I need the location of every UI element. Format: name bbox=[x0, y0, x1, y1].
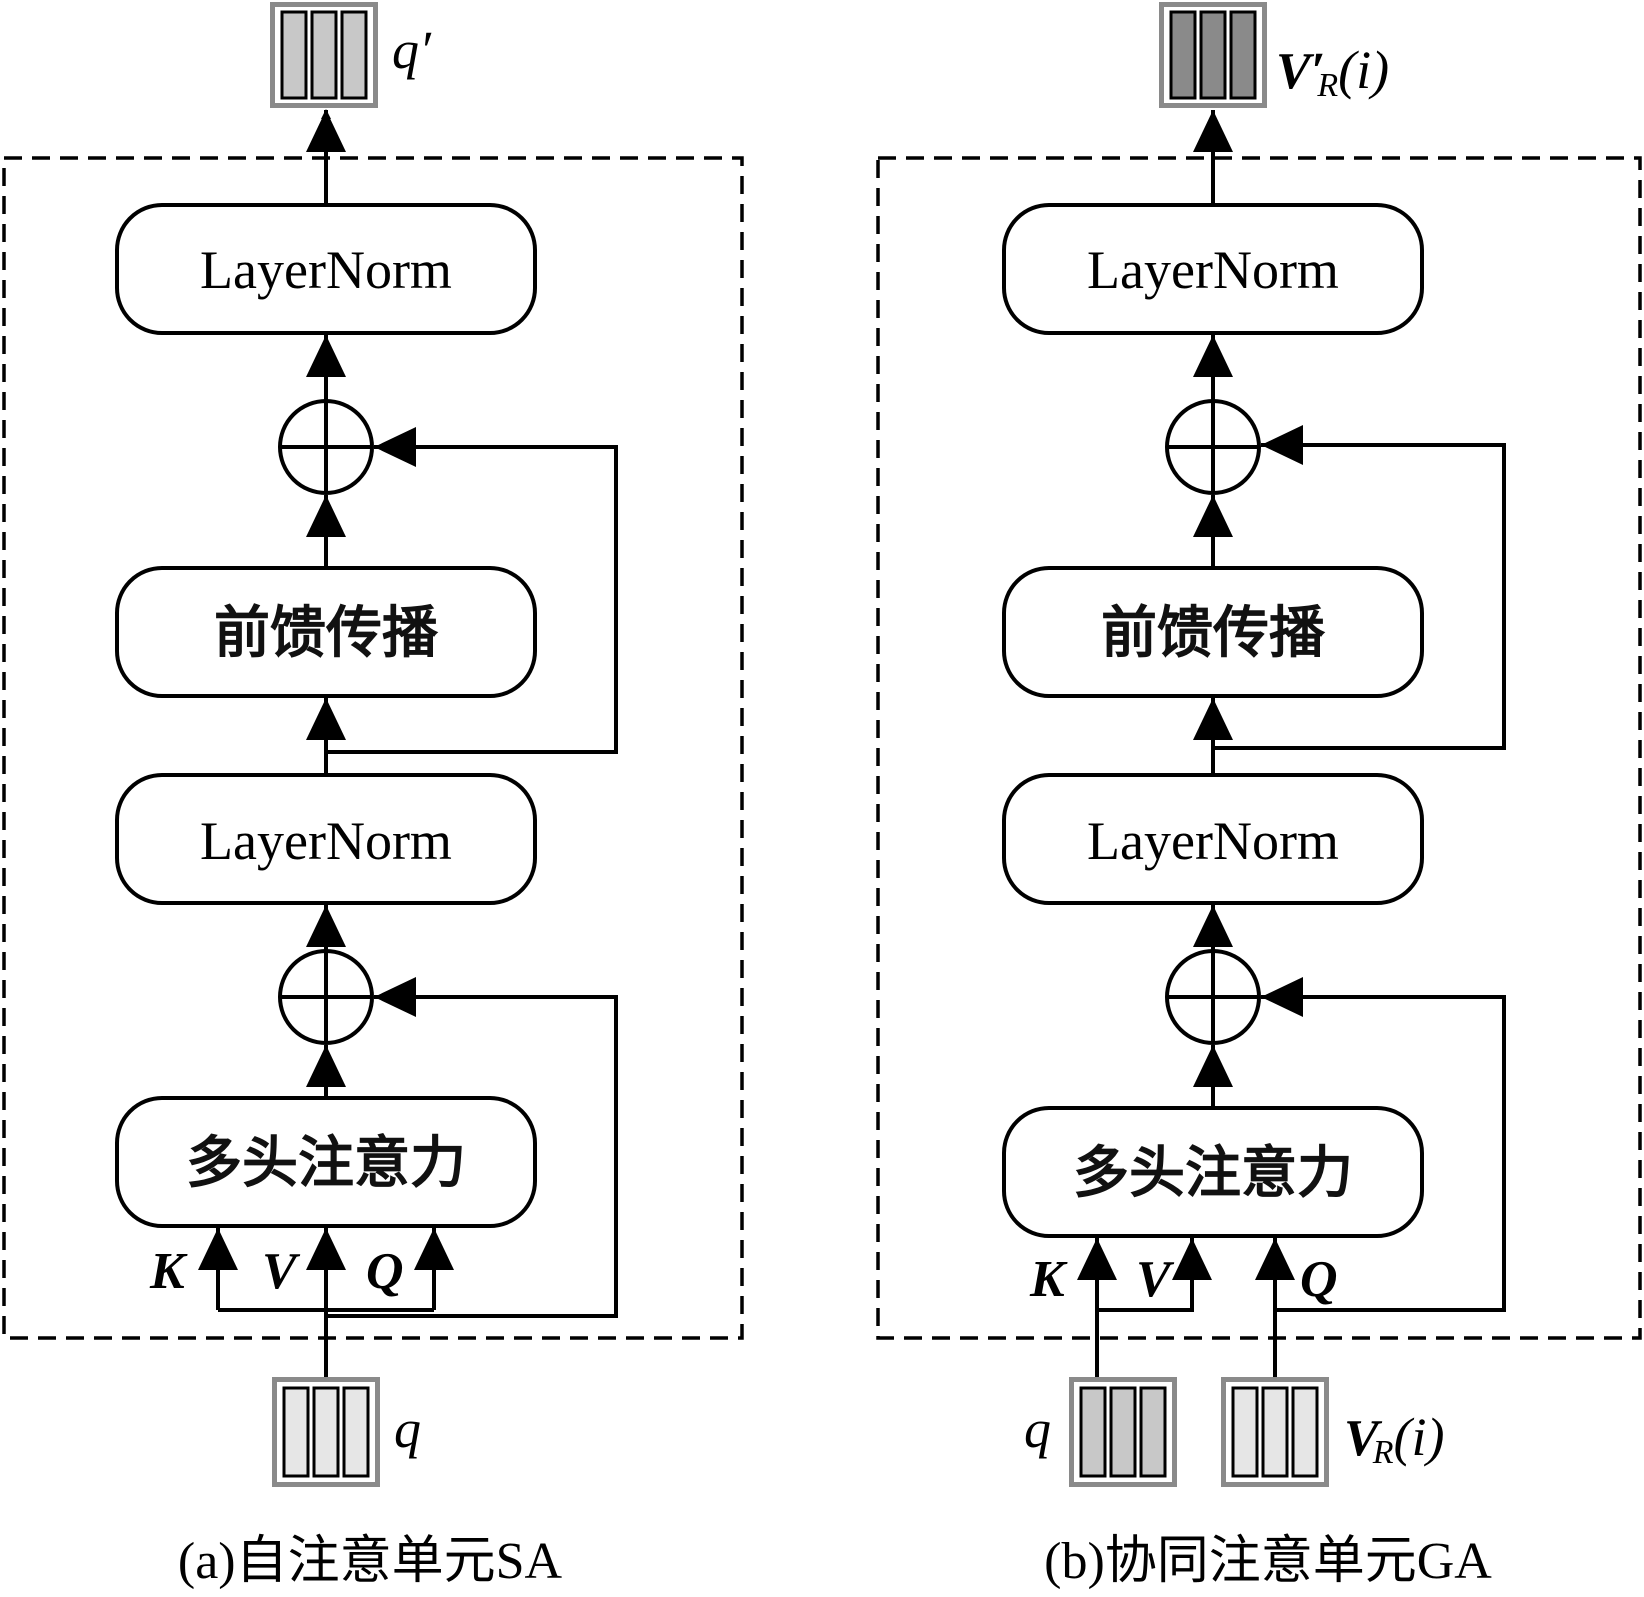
panel-b-input-v-tensor bbox=[1221, 1377, 1329, 1487]
panel-b-layernorm-bottom bbox=[1002, 773, 1424, 905]
panel-b-output-tensor bbox=[1159, 2, 1267, 108]
panel-a-input-label: q bbox=[394, 1399, 421, 1459]
panel-b-output-label: V′R(i) bbox=[1276, 40, 1389, 104]
panel-b-caption: (b)协同注意单元GA bbox=[1044, 1533, 1492, 1590]
panel-a-layernorm-bottom-label: LayerNorm bbox=[200, 811, 452, 871]
panel-b-input-v: V bbox=[1136, 1251, 1175, 1308]
panel-b-input-q-tensor bbox=[1069, 1377, 1177, 1487]
panel-b-multihead-label: 多头注意力 bbox=[1073, 1141, 1353, 1206]
panel-b-feedforward bbox=[1002, 566, 1424, 698]
panel-a-feedforward-label: 前馈传播 bbox=[214, 601, 439, 666]
panel-a-residual-bottom bbox=[326, 995, 618, 1318]
panel-a: q′ LayerNorm 前馈传播 LayerNorm bbox=[2, 2, 744, 1590]
panel-a-output-label: q′ bbox=[392, 20, 432, 80]
panel-b-multihead bbox=[1002, 1106, 1424, 1238]
panel-a-output-tensor bbox=[270, 2, 378, 108]
panel-b: V′R(i) LayerNorm 前馈传播 LayerNorm bbox=[876, 2, 1642, 1590]
panel-b-residual-top bbox=[1213, 443, 1506, 750]
panel-b-residual-bottom bbox=[1261, 995, 1506, 1312]
panel-a-layernorm-top bbox=[115, 203, 537, 335]
panel-a-input-v: V bbox=[262, 1243, 301, 1300]
panel-a-input-k: K bbox=[149, 1243, 188, 1300]
panel-b-input-k: K bbox=[1029, 1251, 1068, 1308]
panel-a-input-tensor bbox=[272, 1377, 380, 1487]
panel-a-caption: (a)自注意单元SA bbox=[178, 1533, 563, 1590]
panel-b-dashed-frame bbox=[876, 156, 1642, 1340]
panel-a-layernorm-top-label: LayerNorm bbox=[200, 240, 452, 300]
panel-a-layernorm-bottom bbox=[115, 773, 537, 905]
panel-a-input-q: Q bbox=[366, 1243, 404, 1300]
panel-b-input-v-label: VR(i) bbox=[1344, 1407, 1444, 1471]
panel-b-layernorm-top bbox=[1002, 203, 1424, 335]
panel-a-dashed-frame bbox=[2, 156, 744, 1340]
panel-a-multihead bbox=[115, 1096, 537, 1228]
panel-a-feedforward bbox=[115, 566, 537, 698]
panel-b-feedforward-label: 前馈传播 bbox=[1101, 601, 1326, 666]
panel-b-input-q: Q bbox=[1300, 1251, 1338, 1308]
panel-a-residual-top bbox=[326, 445, 618, 754]
panel-b-layernorm-top-label: LayerNorm bbox=[1087, 240, 1339, 300]
panel-b-input-q-label: q bbox=[1024, 1399, 1051, 1459]
panel-a-multihead-label: 多头注意力 bbox=[186, 1131, 466, 1196]
panel-b-layernorm-bottom-label: LayerNorm bbox=[1087, 811, 1339, 871]
